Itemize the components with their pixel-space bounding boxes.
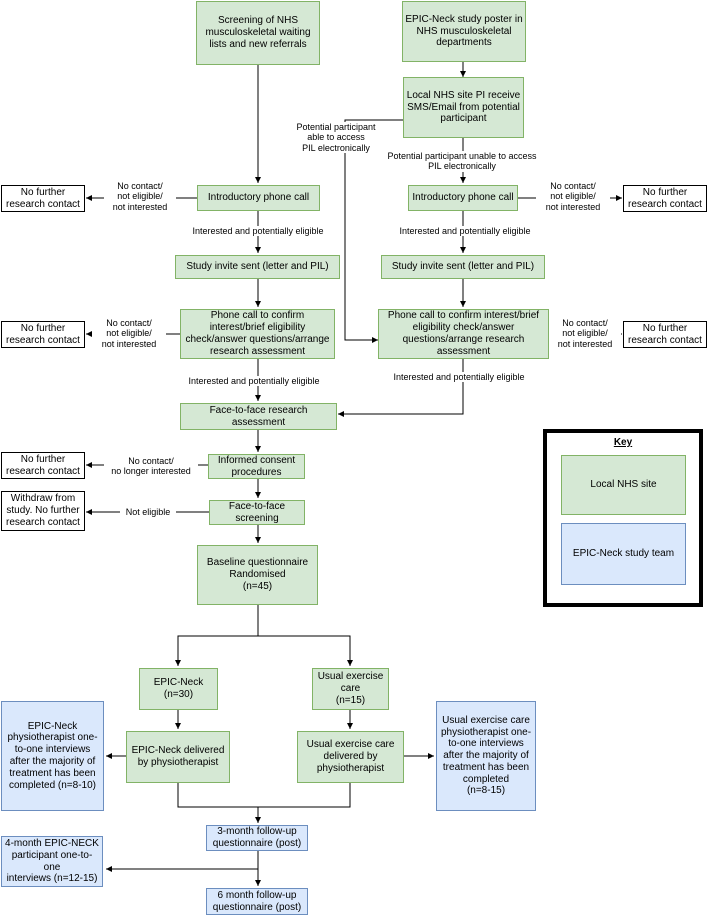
invite-right-box: Study invite sent (letter and PIL) <box>381 255 545 279</box>
edge-confirm-f2f-right <box>338 359 464 417</box>
consent-box: Informed consent procedures <box>208 454 305 479</box>
no-further-contact-box: No further research contact <box>1 321 85 348</box>
confirm-right-box: Phone call to confirm interest/brief eli… <box>378 309 549 359</box>
epic-interviews-box: EPIC-Neck physiotherapist one- to-one in… <box>1 701 104 811</box>
confirm-left-box: Phone call to confirm interest/brief eli… <box>180 309 335 359</box>
key-local-nhs-site: Local NHS site <box>561 455 686 515</box>
invite-left-box: Study invite sent (letter and PIL) <box>175 255 340 279</box>
no-further-contact-box: No further research contact <box>1 185 85 212</box>
edge-pi-electronic <box>344 119 403 343</box>
baseline-box: Baseline questionnaire Randomised (n=45) <box>197 545 318 605</box>
no-further-contact-box: No further research contact <box>1 452 85 479</box>
label-able-access-pil: Potential participant able to access PIL… <box>289 122 383 154</box>
label-not-eligible: Not eligible <box>120 507 176 518</box>
intro-call-left-box: Introductory phone call <box>197 185 320 211</box>
f2f-assessment-box: Face-to-face research assessment <box>180 403 337 430</box>
label-no-longer-interested: No contact/ no longer interested <box>104 456 198 477</box>
label-interested-eligible: Interested and potentially eligible <box>393 226 537 237</box>
withdraw-box: Withdraw from study. No further research… <box>1 491 85 531</box>
label-interested-eligible: Interested and potentially eligible <box>182 376 326 387</box>
edge-split-epic <box>175 605 259 666</box>
label-no-contact: No contact/ not eligible/ not interested <box>536 181 610 213</box>
edge-merge-3m <box>177 783 261 823</box>
f2f-screening-box: Face-to-face screening <box>209 500 305 525</box>
usual-interviews-box: Usual exercise care physiotherapist one-… <box>436 701 536 811</box>
label-unable-access-pil: Potential participant unable to access P… <box>380 151 544 172</box>
intro-call-right-box: Introductory phone call <box>408 185 518 211</box>
epic-delivered-box: EPIC-Neck delivered by physiotherapist <box>126 731 230 783</box>
usual-care-arm-box: Usual exercise care (n=15) <box>312 668 389 710</box>
followup-6m-box: 6 month follow-up questionnaire (post) <box>206 888 308 915</box>
local-pi-box: Local NHS site PI receive SMS/Email from… <box>403 77 524 138</box>
key-title: Key <box>613 437 633 448</box>
key-study-team: EPIC-Neck study team <box>561 523 686 585</box>
label-interested-eligible: Interested and potentially eligible <box>186 226 330 237</box>
edge-merge-usual <box>258 783 351 808</box>
label-interested-eligible: Interested and potentially eligible <box>387 372 531 383</box>
usual-delivered-box: Usual exercise care delivered by physiot… <box>297 731 404 783</box>
label-no-contact: No contact/ not eligible/ not interested <box>92 318 166 350</box>
no-further-contact-box: No further research contact <box>623 185 707 212</box>
label-no-contact: No contact/ not eligible/ not interested <box>549 318 621 350</box>
label-no-contact: No contact/ not eligible/ not interested <box>104 181 176 213</box>
participant-interviews-box: 4-month EPIC-NECK participant one-to-one… <box>1 836 103 887</box>
edge-3m-interviews <box>106 851 259 872</box>
no-further-contact-box: No further research contact <box>623 321 707 348</box>
poster-box: EPIC-Neck study poster in NHS musculoske… <box>402 1 526 62</box>
key-legend: Key Local NHS site EPIC-Neck study team <box>543 429 703 607</box>
followup-3m-box: 3-month follow-up questionnaire (post) <box>206 825 308 851</box>
screening-box: Screening of NHS musculoskeletal waiting… <box>196 1 320 65</box>
edge-split-usual <box>258 635 353 666</box>
epic-neck-arm-box: EPIC-Neck (n=30) <box>139 668 218 710</box>
